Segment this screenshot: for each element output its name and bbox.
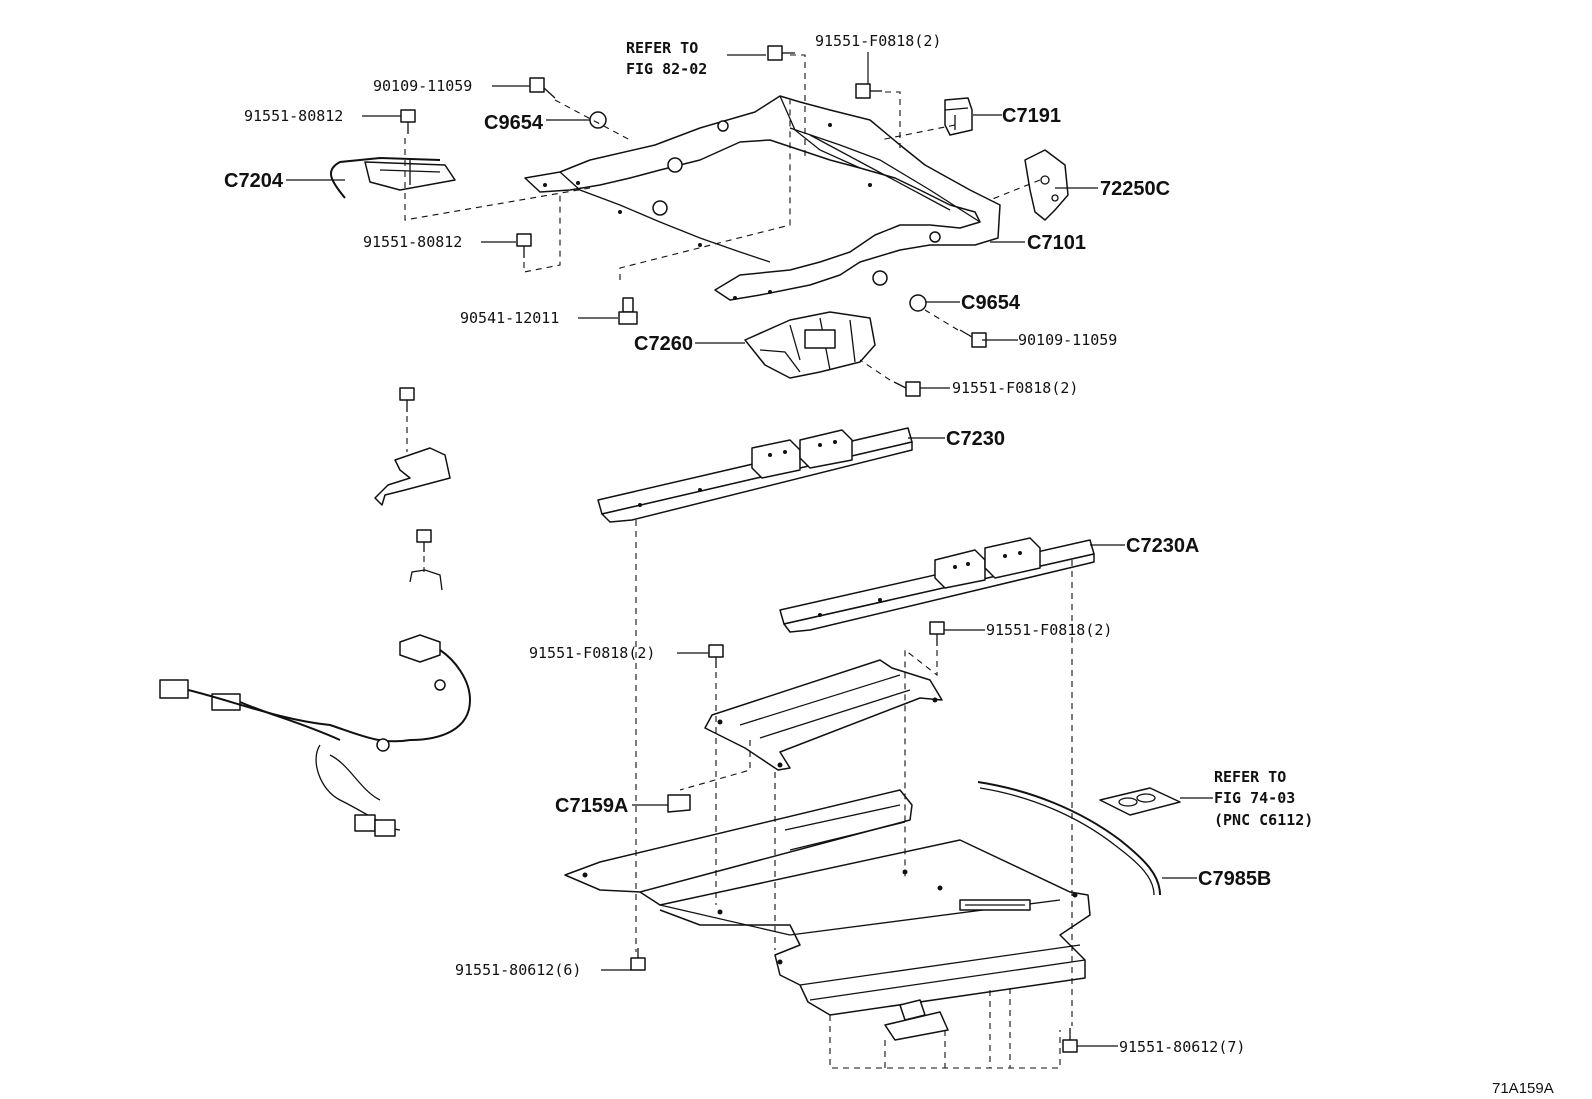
label-refer-to-82-l2: FIG 82-02 <box>626 60 707 78</box>
nut-icon <box>909 294 927 312</box>
label-91551-F0818-top: 91551-F0818(2) <box>815 32 941 50</box>
label-c7230: C7230 <box>946 428 1005 450</box>
rod-c7985b <box>977 781 1161 896</box>
leader-lines <box>286 52 1213 1047</box>
pad-pnc-c6112 <box>1099 787 1181 816</box>
label-90109-11059-mid: 90109-11059 <box>1018 331 1117 349</box>
label-c9654-top: C9654 <box>484 112 544 134</box>
bolt-icon <box>529 77 556 99</box>
label-91551-80612-7: 91551-80612(7) <box>1119 1038 1245 1056</box>
bolt-icon <box>708 644 724 668</box>
label-90541-12011: 90541-12011 <box>460 309 559 327</box>
label-91551-F0818-mid: 91551-F0818(2) <box>952 379 1078 397</box>
bolt-icon <box>893 381 921 397</box>
label-c7101: C7101 <box>1027 232 1086 254</box>
label-72250c: 72250C <box>1100 178 1170 200</box>
rail-c7230 <box>597 427 913 523</box>
label-91551-F0818-right: 91551-F0818(2) <box>986 621 1112 639</box>
bolt-icon <box>630 948 646 971</box>
label-c7985b: C7985B <box>1198 868 1271 890</box>
bolt-icon <box>516 233 532 258</box>
label-91551-80812-mid: 91551-80812 <box>363 233 462 251</box>
bracket-72250c <box>1024 149 1069 221</box>
bolt-icon <box>1062 1028 1078 1053</box>
bracket-c7191 <box>944 97 973 136</box>
bracket-left-upper <box>374 447 451 506</box>
latch-c7260 <box>744 311 876 379</box>
plate-upper-lower <box>704 659 943 771</box>
bolt-icon <box>855 83 882 99</box>
clip-icon <box>409 529 443 591</box>
seat-frame-c7101 <box>524 95 1001 301</box>
label-c7204: C7204 <box>224 170 284 192</box>
label-refer-to-74-l1: REFER TO <box>1214 768 1286 786</box>
clip-c7159a <box>667 794 691 813</box>
rail-c7230a <box>779 537 1095 633</box>
figure-id: 71A159A <box>1492 1080 1554 1097</box>
label-refer-to-82-l1: REFER TO <box>626 39 698 57</box>
bolt-icon <box>767 45 795 61</box>
wire-harness <box>159 634 472 837</box>
label-91551-F0818-left: 91551-F0818(2) <box>529 644 655 662</box>
label-c7230a: C7230A <box>1126 535 1199 557</box>
label-c7159a: C7159A <box>555 795 628 817</box>
lower-base-frame <box>564 789 1091 1041</box>
stud-icon <box>618 297 638 325</box>
assembly-guide-lines <box>404 54 1073 1069</box>
callout-labels: 91551-F0818(2) REFER TO FIG 82-02 90109-… <box>224 32 1554 1097</box>
label-refer-to-74-l2: FIG 74-03 <box>1214 789 1295 807</box>
label-91551-80612-6: 91551-80612(6) <box>455 961 581 979</box>
label-90109-11059-top: 90109-11059 <box>373 77 472 95</box>
bolt-icon <box>959 329 987 348</box>
label-c7260: C7260 <box>634 333 693 355</box>
label-c7191: C7191 <box>1002 105 1061 127</box>
bolt-icon <box>400 109 416 134</box>
bolt-icon <box>399 387 415 412</box>
nut-icon <box>589 111 607 129</box>
label-refer-to-74-l3: (PNC C6112) <box>1214 811 1313 829</box>
label-c9654-mid: C9654 <box>961 292 1021 314</box>
bolt-icon <box>929 621 945 646</box>
lever-c7204 <box>330 156 456 199</box>
label-91551-80812-top: 91551-80812 <box>244 107 343 125</box>
